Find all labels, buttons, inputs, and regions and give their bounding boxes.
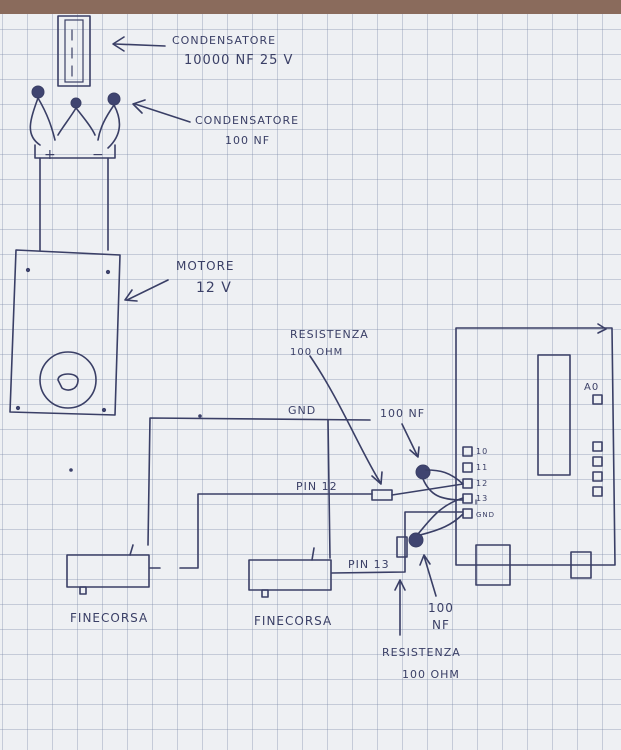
power-jack: [570, 551, 592, 579]
arrow-res-top: [309, 355, 381, 483]
pin13-label: PIN 13: [348, 558, 390, 571]
cap-small-title: CONDENSATORE: [195, 114, 299, 127]
capacitor-top: [415, 464, 431, 480]
pin-12: [462, 478, 473, 489]
pin-11: [462, 462, 473, 473]
arrow-cap-top: [401, 423, 418, 456]
switch-right-label: FINECORSA: [254, 614, 332, 628]
board-a0-label: A0: [584, 382, 599, 393]
arrow-cap-bottom: [423, 555, 437, 597]
motor: [9, 249, 121, 416]
pin-13-label: 13: [476, 494, 488, 503]
pin13-wire: [331, 511, 464, 574]
pin-10: [462, 446, 473, 457]
motor-value: 12 V: [196, 280, 232, 296]
minus-sign: −: [92, 147, 105, 163]
pin-12-label: 12: [476, 479, 488, 488]
cap-top-value: 100 NF: [380, 407, 425, 420]
cap-big-value: 10000 NF 25 V: [184, 53, 293, 68]
arduino-board: [455, 323, 616, 586]
small-capacitors: [29, 85, 121, 251]
capacitor-bottom: [408, 532, 424, 548]
cap-small-value: 100 NF: [225, 134, 270, 147]
cap-big-title: CONDENSATORE: [172, 34, 276, 47]
res-bottom-value: 100 OHM: [402, 668, 460, 681]
pin-gnd: [462, 508, 473, 519]
table-edge: [0, 0, 621, 14]
gnd-label: GND: [288, 404, 316, 417]
res-bottom-title: RESISTENZA: [382, 646, 461, 659]
microcontroller-chip: [537, 354, 571, 476]
cap-bottom-value1: 100: [428, 601, 454, 615]
big-capacitor-body: [57, 15, 91, 87]
arrow-motor: [126, 279, 169, 301]
big-capacitor: [57, 15, 91, 87]
limit-switch-right: [248, 547, 332, 598]
pin-10-label: 10: [476, 447, 488, 456]
arrow-big-cap: [114, 43, 166, 47]
usb-connector: [475, 544, 511, 586]
pin12-label: PIN 12: [296, 480, 338, 493]
arrow-small-cap: [134, 103, 191, 123]
pin-a0: [592, 394, 603, 405]
switch-left-label: FINECORSA: [70, 611, 148, 625]
motor-title: MOTORE: [176, 259, 235, 273]
res-top-title: RESISTENZA: [290, 328, 369, 341]
plus-sign: +: [44, 147, 57, 163]
res-top-value: 100 OHM: [290, 347, 343, 358]
resistor-bottom: [396, 536, 408, 558]
limit-switch-left: [66, 544, 161, 595]
pin-13: [462, 493, 473, 504]
big-capacitor-band: [64, 19, 84, 83]
pin-11-label: 11: [476, 463, 488, 472]
pin12-wire: [179, 493, 373, 569]
resistor-top: [371, 489, 393, 501]
pin-gnd-label: GND: [476, 511, 495, 519]
gnd-wire: [147, 417, 371, 546]
cap-bottom-value2: NF: [432, 618, 450, 632]
